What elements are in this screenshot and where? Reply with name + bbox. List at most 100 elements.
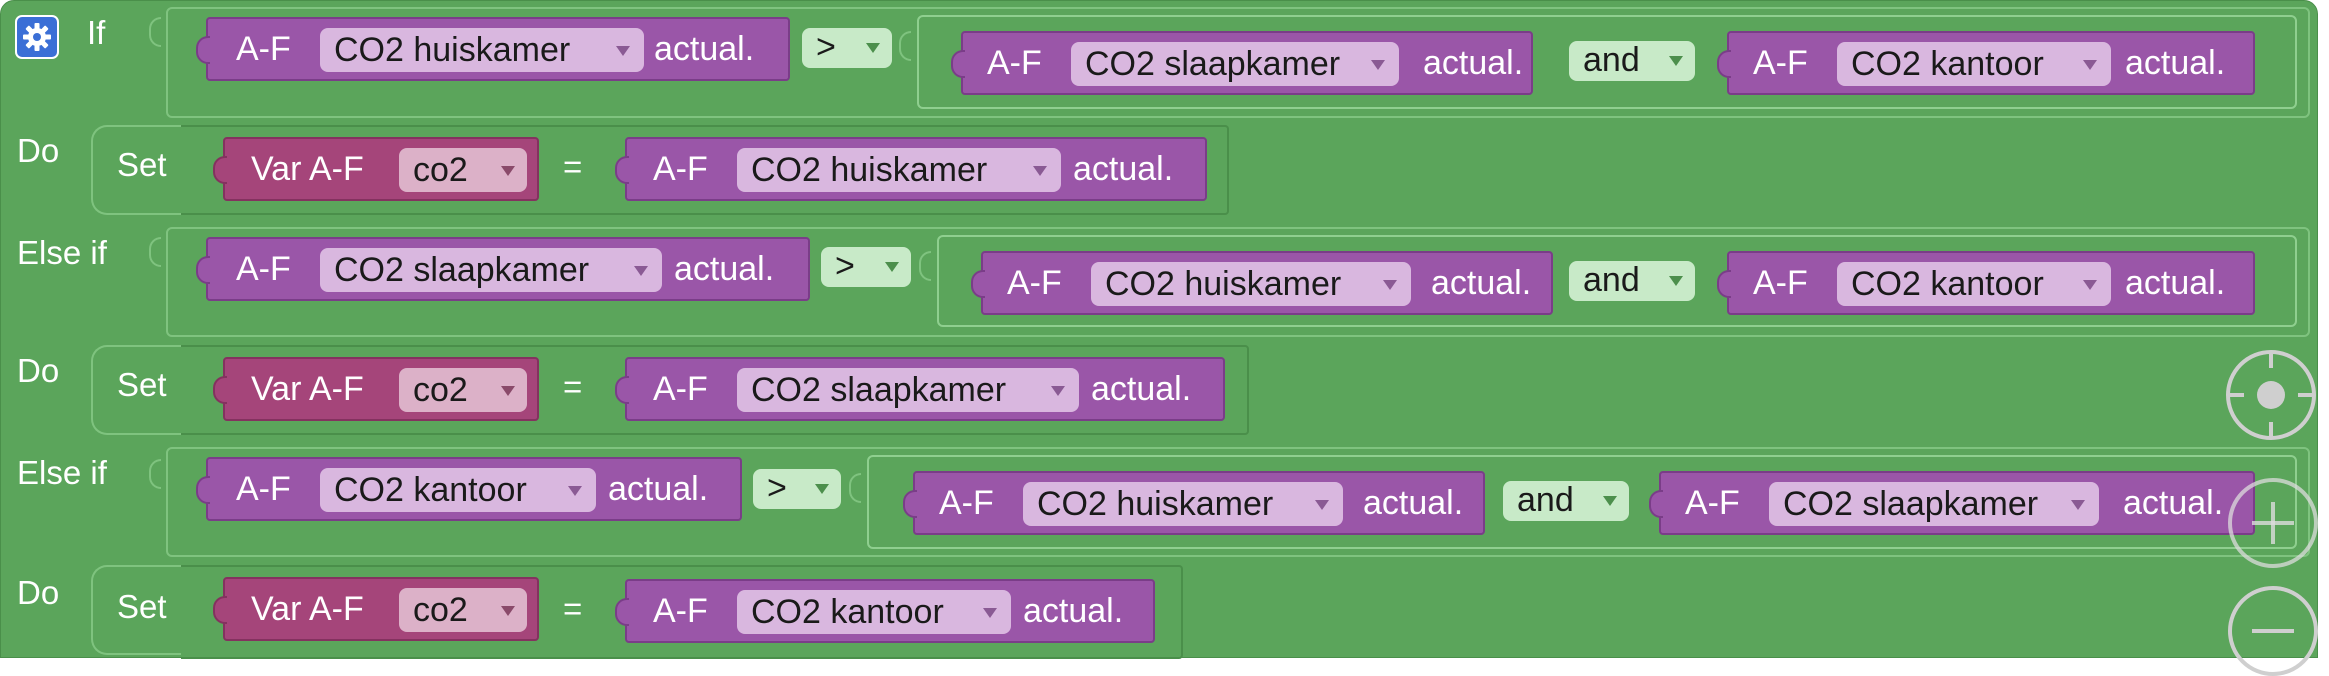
variable-block[interactable]: Var A-F co2 — [213, 137, 539, 201]
actual-label: actual. — [674, 250, 775, 288]
chevron-down-icon — [1383, 280, 1397, 290]
chevron-down-icon — [1051, 386, 1065, 396]
device-block-slaapkamer[interactable]: A-F CO2 slaapkamer actual. — [1649, 471, 2255, 535]
device-block-kantoor[interactable]: A-F CO2 kantoor actual. — [1717, 31, 2255, 95]
device-prefix: A-F — [236, 250, 291, 288]
actual-label: actual. — [2123, 484, 2224, 522]
chevron-down-icon — [634, 266, 648, 276]
minus-icon[interactable] — [2228, 586, 2318, 676]
sensor-dropdown[interactable]: CO2 huiskamer — [1023, 482, 1343, 526]
variable-dropdown[interactable]: co2 — [399, 368, 527, 412]
device-block-huiskamer[interactable]: A-F CO2 huiskamer actual. — [615, 137, 1207, 201]
do-label: Do — [17, 352, 60, 389]
actual-label: actual. — [2125, 264, 2226, 302]
actual-label: actual. — [2125, 44, 2226, 82]
sensor-dropdown[interactable]: CO2 huiskamer — [1091, 262, 1411, 306]
and-operator-dropdown[interactable]: and — [1503, 481, 1629, 521]
variable-prefix: Var A-F — [251, 590, 364, 628]
else-if-label: Else if — [17, 454, 107, 491]
chevron-down-icon — [616, 46, 630, 56]
device-block-slaapkamer[interactable]: A-F CO2 slaapkamer actual. — [196, 237, 810, 301]
target-icon[interactable] — [2226, 350, 2316, 440]
sensor-dropdown[interactable]: CO2 slaapkamer — [1769, 482, 2099, 526]
actual-label: actual. — [1023, 592, 1124, 630]
chevron-down-icon — [983, 608, 997, 618]
set-block-lip — [91, 565, 186, 655]
if-elseif-block[interactable]: If A-F CO2 huiskamer actual. > A-F CO2 s… — [0, 0, 2318, 659]
and-operator-dropdown[interactable]: and — [1569, 261, 1695, 301]
equals-label: = — [563, 148, 583, 185]
do-label: Do — [17, 574, 60, 611]
device-prefix: A-F — [236, 30, 291, 68]
gear-icon[interactable] — [15, 15, 59, 59]
compare-operator-dropdown[interactable]: > — [802, 28, 892, 68]
chevron-down-icon — [866, 43, 880, 53]
device-block-kantoor[interactable]: A-F CO2 kantoor actual. — [196, 457, 742, 521]
chevron-down-icon — [1669, 276, 1683, 286]
input-connector — [149, 237, 161, 267]
chevron-down-icon — [2071, 500, 2085, 510]
equals-label: = — [563, 368, 583, 405]
variable-block[interactable]: Var A-F co2 — [213, 357, 539, 421]
chevron-down-icon — [885, 262, 899, 272]
chevron-down-icon — [1371, 60, 1385, 70]
variable-dropdown[interactable]: co2 — [399, 148, 527, 192]
variable-block[interactable]: Var A-F co2 — [213, 577, 539, 641]
input-connector — [149, 17, 161, 47]
device-block-kantoor[interactable]: A-F CO2 kantoor actual. — [1717, 251, 2255, 315]
device-block-slaapkamer[interactable]: A-F CO2 slaapkamer actual. — [615, 357, 1225, 421]
input-connector — [849, 473, 861, 503]
device-prefix: A-F — [236, 470, 291, 508]
sensor-dropdown[interactable]: CO2 slaapkamer — [737, 368, 1079, 412]
actual-label: actual. — [1431, 264, 1532, 302]
set-block-lip — [91, 345, 186, 435]
actual-label: actual. — [1423, 44, 1524, 82]
chevron-down-icon — [568, 486, 582, 496]
compare-operator-dropdown[interactable]: > — [821, 247, 911, 287]
sensor-dropdown[interactable]: CO2 kantoor — [1837, 262, 2111, 306]
sensor-dropdown[interactable]: CO2 slaapkamer — [1071, 42, 1399, 86]
and-operator-dropdown[interactable]: and — [1569, 41, 1695, 81]
chevron-down-icon — [1033, 166, 1047, 176]
compare-operator-dropdown[interactable]: > — [753, 469, 841, 509]
device-prefix: A-F — [653, 150, 708, 188]
sensor-dropdown[interactable]: CO2 huiskamer — [737, 148, 1061, 192]
variable-prefix: Var A-F — [251, 150, 364, 188]
input-connector — [149, 459, 161, 489]
set-label: Set — [117, 366, 167, 403]
device-block-huiskamer[interactable]: A-F CO2 huiskamer actual. — [903, 471, 1485, 535]
set-label: Set — [117, 588, 167, 625]
chevron-down-icon — [501, 166, 515, 176]
device-block-kantoor[interactable]: A-F CO2 kantoor actual. — [615, 579, 1155, 643]
device-block-slaapkamer[interactable]: A-F CO2 slaapkamer actual. — [951, 31, 1533, 95]
if-label: If — [87, 14, 106, 51]
sensor-dropdown[interactable]: CO2 kantoor — [320, 468, 596, 512]
device-prefix: A-F — [939, 484, 994, 522]
sensor-dropdown[interactable]: CO2 kantoor — [1837, 42, 2111, 86]
device-prefix: A-F — [987, 44, 1042, 82]
actual-label: actual. — [654, 30, 755, 68]
actual-label: actual. — [1073, 150, 1174, 188]
variable-dropdown[interactable]: co2 — [399, 588, 527, 632]
device-prefix: A-F — [1753, 264, 1808, 302]
sensor-dropdown[interactable]: CO2 kantoor — [737, 590, 1011, 634]
actual-label: actual. — [1363, 484, 1464, 522]
device-prefix: A-F — [1007, 264, 1062, 302]
device-block-huiskamer[interactable]: A-F CO2 huiskamer actual. — [971, 251, 1553, 315]
sensor-dropdown[interactable]: CO2 slaapkamer — [320, 248, 662, 292]
set-block-lip — [91, 125, 186, 215]
chevron-down-icon — [815, 484, 829, 494]
do-label: Do — [17, 132, 60, 169]
plus-icon[interactable] — [2228, 478, 2318, 568]
set-label: Set — [117, 146, 167, 183]
chevron-down-icon — [2083, 60, 2097, 70]
input-connector — [899, 31, 911, 61]
chevron-down-icon — [1315, 500, 1329, 510]
device-prefix: A-F — [1753, 44, 1808, 82]
equals-label: = — [563, 590, 583, 627]
sensor-dropdown[interactable]: CO2 huiskamer — [320, 28, 644, 72]
input-connector — [919, 251, 931, 281]
device-block-huiskamer[interactable]: A-F CO2 huiskamer actual. — [196, 17, 790, 81]
else-if-label: Else if — [17, 234, 107, 271]
device-prefix: A-F — [653, 370, 708, 408]
